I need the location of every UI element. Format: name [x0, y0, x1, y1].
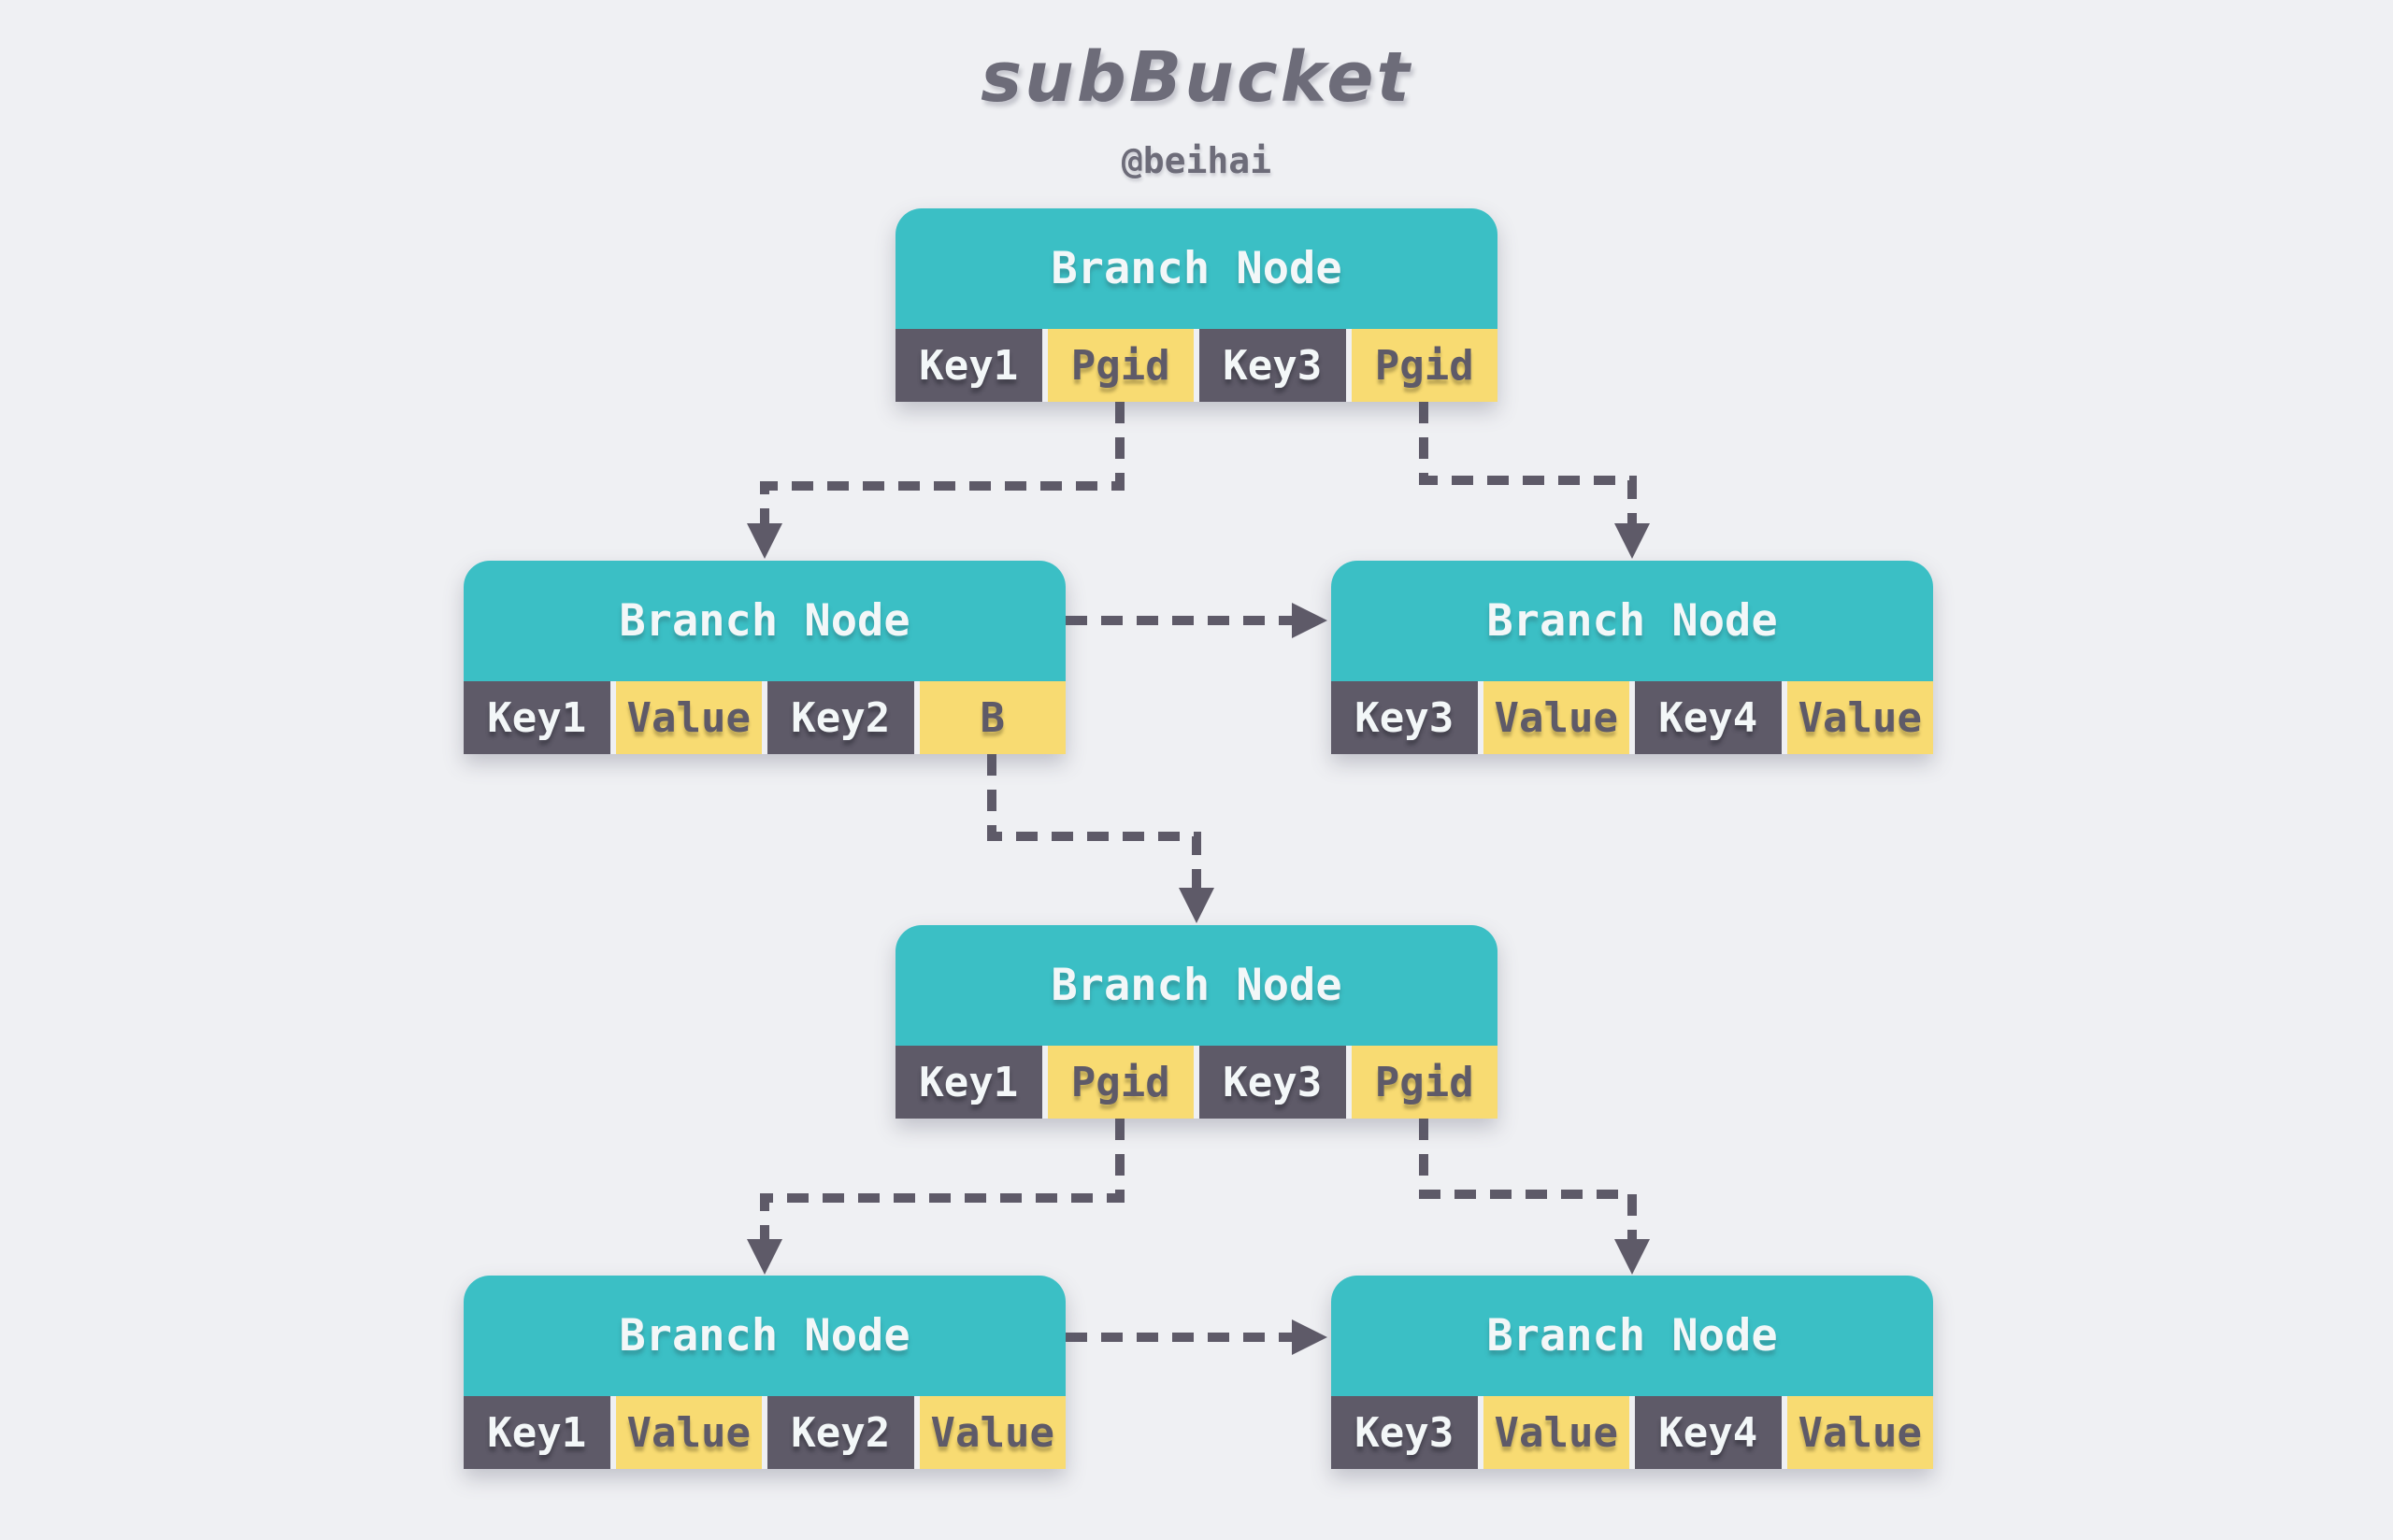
cell-row: Key1 Value Key2 B	[464, 681, 1066, 754]
cell-row: Key3 Value Key4 Value	[1331, 681, 1933, 754]
cell-value2: Value	[1786, 1396, 1933, 1469]
cell-value2: Value	[1786, 681, 1933, 754]
author-handle: @beihai	[1121, 140, 1272, 181]
cell-key3: Key3	[1331, 681, 1478, 754]
arrow-sub-pgid2-to-right-child	[1419, 1119, 1650, 1275]
node-title: Branch Node	[1331, 561, 1933, 681]
branch-node-root: Branch Node Key1 Pgid Key3 Pgid	[896, 208, 1497, 402]
cell-key2: Key2	[767, 1396, 914, 1469]
branch-node-level2-right: Branch Node Key3 Value Key4 Value	[1331, 561, 1933, 754]
cell-pgid1: Pgid	[1047, 1046, 1194, 1119]
cell-key1: Key1	[896, 1046, 1042, 1119]
cell-row: Key1 Pgid Key3 Pgid	[896, 1046, 1497, 1119]
cell-pgid2: Pgid	[1351, 329, 1497, 402]
cell-row: Key1 Value Key2 Value	[464, 1396, 1066, 1469]
cell-key4: Key4	[1635, 1396, 1782, 1469]
arrow-b-cell-to-subbucket-root	[987, 754, 1214, 923]
node-title: Branch Node	[1331, 1276, 1933, 1396]
branch-node-level4-left: Branch Node Key1 Value Key2 Value	[464, 1276, 1066, 1469]
cell-key1: Key1	[464, 681, 610, 754]
node-title: Branch Node	[896, 925, 1497, 1046]
cell-key1: Key1	[464, 1396, 610, 1469]
cell-value2: Value	[919, 1396, 1066, 1469]
arrow-root-pgid2-to-right-child	[1419, 402, 1650, 559]
cell-row: Key3 Value Key4 Value	[1331, 1396, 1933, 1469]
cell-key3: Key3	[1331, 1396, 1478, 1469]
cell-value1: Value	[615, 681, 762, 754]
cell-row: Key1 Pgid Key3 Pgid	[896, 329, 1497, 402]
cell-key2: Key2	[767, 681, 914, 754]
arrow-sub-pgid1-to-left-child	[747, 1119, 1125, 1275]
branch-node-subbucket-root: Branch Node Key1 Pgid Key3 Pgid	[896, 925, 1497, 1119]
node-title: Branch Node	[464, 561, 1066, 681]
cell-value1: Value	[1483, 1396, 1629, 1469]
cell-value1: Value	[1483, 681, 1629, 754]
page-title: subBucket	[981, 37, 1412, 118]
cell-value1: Value	[615, 1396, 762, 1469]
node-title: Branch Node	[464, 1276, 1066, 1396]
node-title: Branch Node	[896, 208, 1497, 329]
cell-key3: Key3	[1199, 1046, 1346, 1119]
branch-node-level4-right: Branch Node Key3 Value Key4 Value	[1331, 1276, 1933, 1469]
cell-key4: Key4	[1635, 681, 1782, 754]
branch-node-level2-left: Branch Node Key1 Value Key2 B	[464, 561, 1066, 754]
cell-pgid1: Pgid	[1047, 329, 1194, 402]
cell-bucket-b: B	[919, 681, 1066, 754]
arrow-root-pgid1-to-left-child	[747, 402, 1125, 559]
cell-key3: Key3	[1199, 329, 1346, 402]
cell-pgid2: Pgid	[1351, 1046, 1497, 1119]
cell-key1: Key1	[896, 329, 1042, 402]
